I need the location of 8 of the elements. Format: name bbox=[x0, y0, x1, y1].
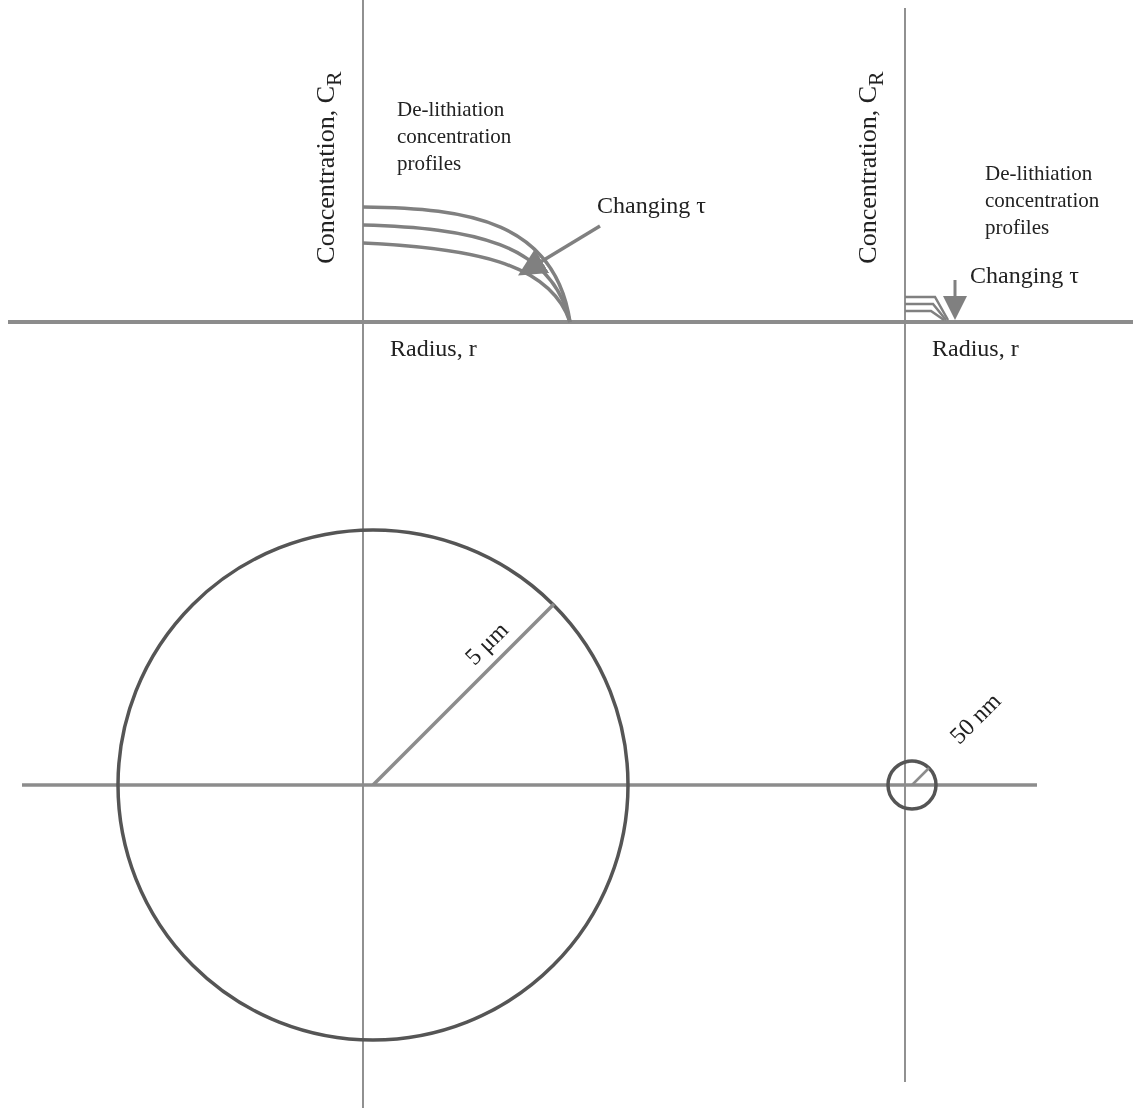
axis-label: Radius, r bbox=[390, 335, 477, 362]
axis-label: Radius, r bbox=[932, 335, 1019, 362]
annotation-text: De-lithiation concentration profiles bbox=[985, 160, 1101, 241]
dimension-label: 5 μm bbox=[459, 616, 514, 671]
annotation-text: Changing τ bbox=[597, 192, 706, 219]
annotation-text: De-lithiation concentration profiles bbox=[397, 96, 513, 177]
annotation-text: Changing τ bbox=[970, 262, 1079, 289]
dimension-label: 50 nm bbox=[944, 687, 1007, 750]
